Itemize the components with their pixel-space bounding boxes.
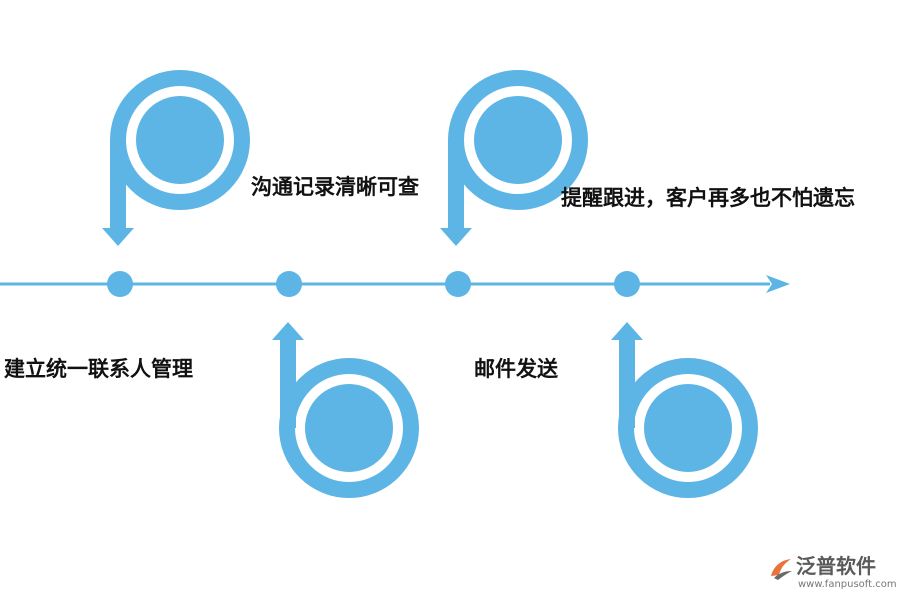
b-shape-arrow-up-icon	[272, 322, 419, 498]
step-label-1: 建立统一联系人管理	[4, 357, 193, 381]
timeline-node-4	[614, 271, 640, 297]
p-shape-arrow-down-icon	[440, 70, 588, 246]
brand-url: www.fanpusoft.com	[798, 579, 897, 590]
step-label-2: 沟通记录清晰可查	[251, 175, 419, 199]
step-label-4: 提醒跟进，客户再多也不怕遗忘	[561, 186, 855, 210]
b-shape-arrow-up-icon	[611, 322, 758, 498]
brand-watermark: 泛普软件 www.fanpusoft.com	[768, 553, 897, 597]
timeline-node-3	[445, 271, 471, 297]
fanpu-logo-icon	[771, 559, 792, 580]
step-label-3: 邮件发送	[474, 357, 558, 381]
timeline-node-1	[107, 271, 133, 297]
timeline-node-2	[276, 271, 302, 297]
p-shape-arrow-down-icon	[102, 70, 250, 246]
timeline-arrowhead-icon	[766, 275, 790, 293]
brand-name: 泛普软件	[796, 554, 876, 578]
